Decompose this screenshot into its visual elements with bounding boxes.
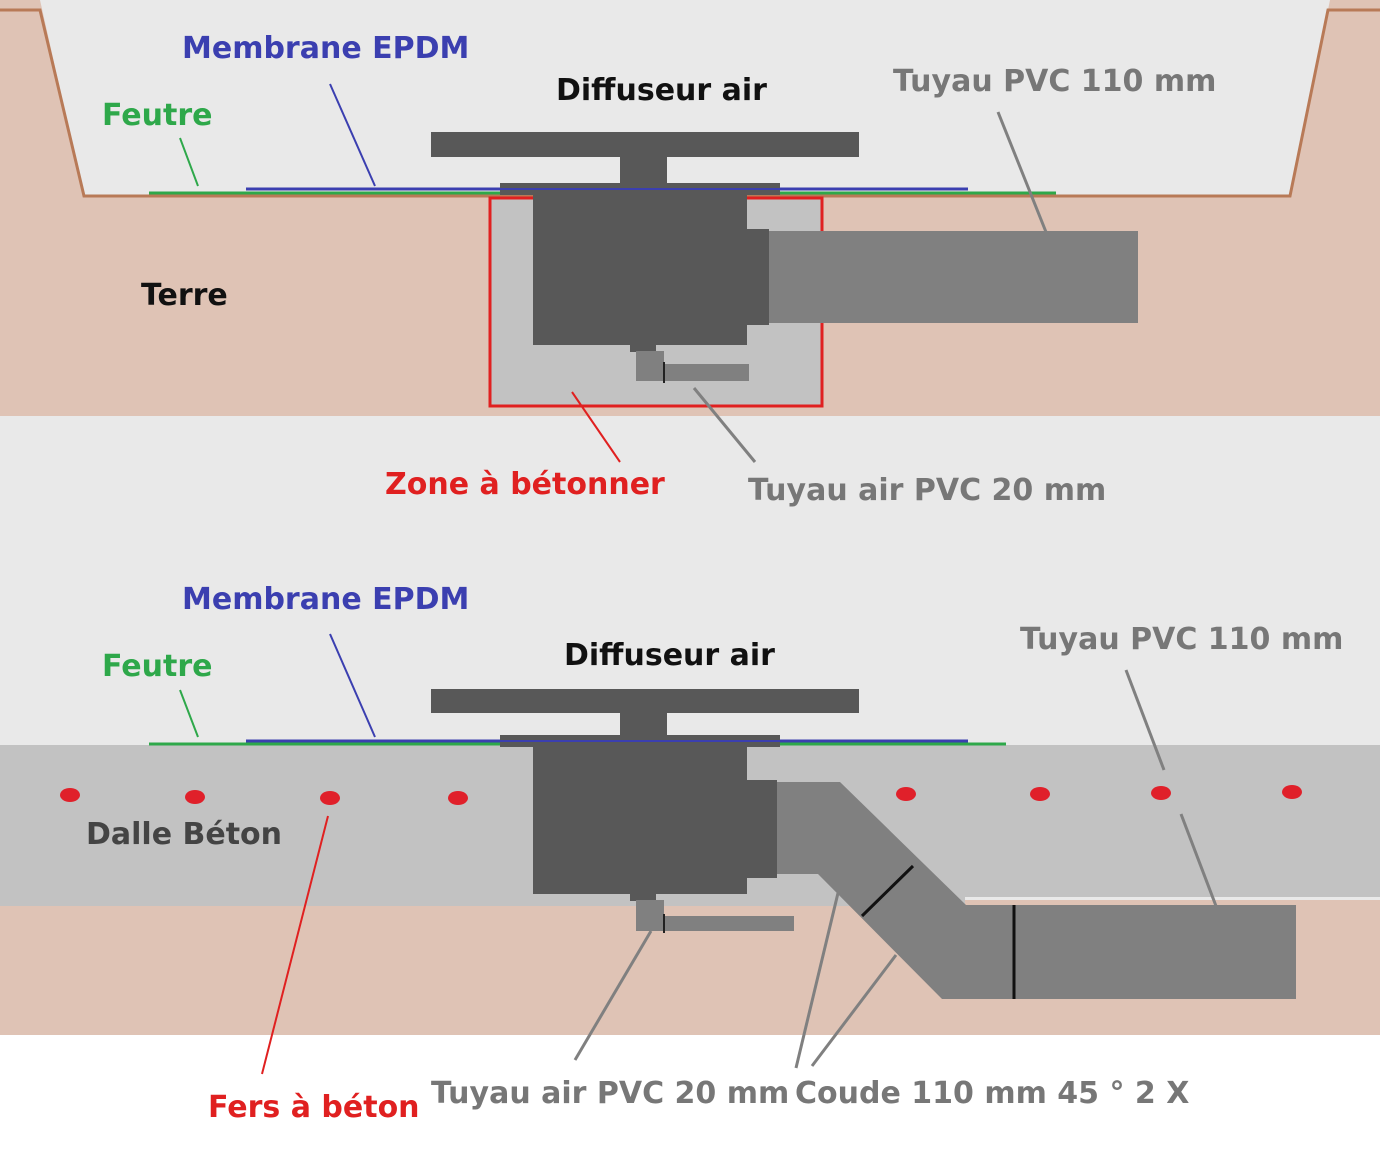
bottom-rebar-leader: [261, 815, 329, 1075]
top-felt-leader: [179, 137, 199, 187]
bottom-diffuser-stem: [620, 712, 667, 736]
top-concrete-zone-leader: [571, 391, 621, 463]
top-diffuser-label: Diffuseur air: [556, 73, 767, 108]
bottom-pvc-pipe-label: Tuyau PVC 110 mm: [1020, 622, 1343, 657]
top-pvc-110-pipe: [768, 231, 1138, 323]
bottom-pvc-leader-lower: [1179, 813, 1218, 907]
top-concrete-zone-label: Zone à bétonner: [385, 467, 665, 502]
bottom-rebar-label: Fers à béton: [208, 1090, 420, 1125]
top-air-pipe-label: Tuyau air PVC 20 mm: [748, 473, 1106, 508]
bottom-air-pipe-label: Tuyau air PVC 20 mm: [431, 1076, 789, 1111]
top-pvc-leader: [996, 111, 1048, 233]
bottom-diffuser-collar: [745, 780, 777, 878]
top-air-pipe-nozzle: [630, 344, 656, 352]
rebar-dot: [1282, 785, 1302, 799]
rebar-dot: [60, 788, 80, 802]
bottom-air-pipe-nozzle: [630, 893, 656, 901]
rebar-dot: [185, 790, 205, 804]
bottom-membrane-label: Membrane EPDM: [182, 582, 469, 617]
top-soil-label: Terre: [141, 278, 228, 313]
bottom-slab-label: Dalle Béton: [86, 817, 282, 852]
rebar-dot: [1030, 787, 1050, 801]
bottom-elbow-leader-1: [794, 892, 840, 1069]
background-bottom: [0, 1035, 1380, 1154]
rebar-dot: [896, 787, 916, 801]
bottom-elbow-joint-1: [860, 864, 915, 918]
bottom-felt-label: Feutre: [102, 649, 212, 684]
top-diffuser-plate: [431, 132, 859, 157]
bottom-diffuser-body: [533, 746, 747, 894]
top-air-pipe-vertical: [636, 351, 664, 381]
top-diffuser-stem: [620, 156, 667, 184]
top-membrane-label: Membrane EPDM: [182, 31, 469, 66]
bottom-elbow-leader-2: [810, 954, 898, 1067]
bottom-air-pipe-horizontal: [664, 916, 794, 931]
rebar-dot: [448, 791, 468, 805]
bottom-elbow-label: Coude 110 mm 45 ° 2 X: [795, 1076, 1189, 1111]
top-diffuser-collar: [745, 229, 769, 325]
bottom-air-pipe-leader: [573, 930, 653, 1061]
top-pvc-pipe-label: Tuyau PVC 110 mm: [893, 64, 1216, 99]
top-air-pipe-leader: [692, 387, 757, 463]
bottom-diffuser-plate: [431, 689, 859, 713]
bottom-felt-leader: [179, 689, 199, 738]
bottom-elbow-pipe: [776, 782, 1296, 999]
rebar-dot: [1151, 786, 1171, 800]
bottom-diffuser-label: Diffuseur air: [564, 638, 775, 673]
top-membrane-leader: [329, 83, 376, 187]
bottom-air-pipe-vertical: [636, 900, 664, 931]
rebar-dot: [320, 791, 340, 805]
top-diffuser-body: [533, 195, 747, 345]
top-felt-label: Feutre: [102, 98, 212, 133]
bottom-membrane-leader: [329, 633, 376, 738]
top-air-pipe-horizontal: [664, 364, 749, 381]
bottom-pvc-leader-upper: [1124, 669, 1166, 771]
